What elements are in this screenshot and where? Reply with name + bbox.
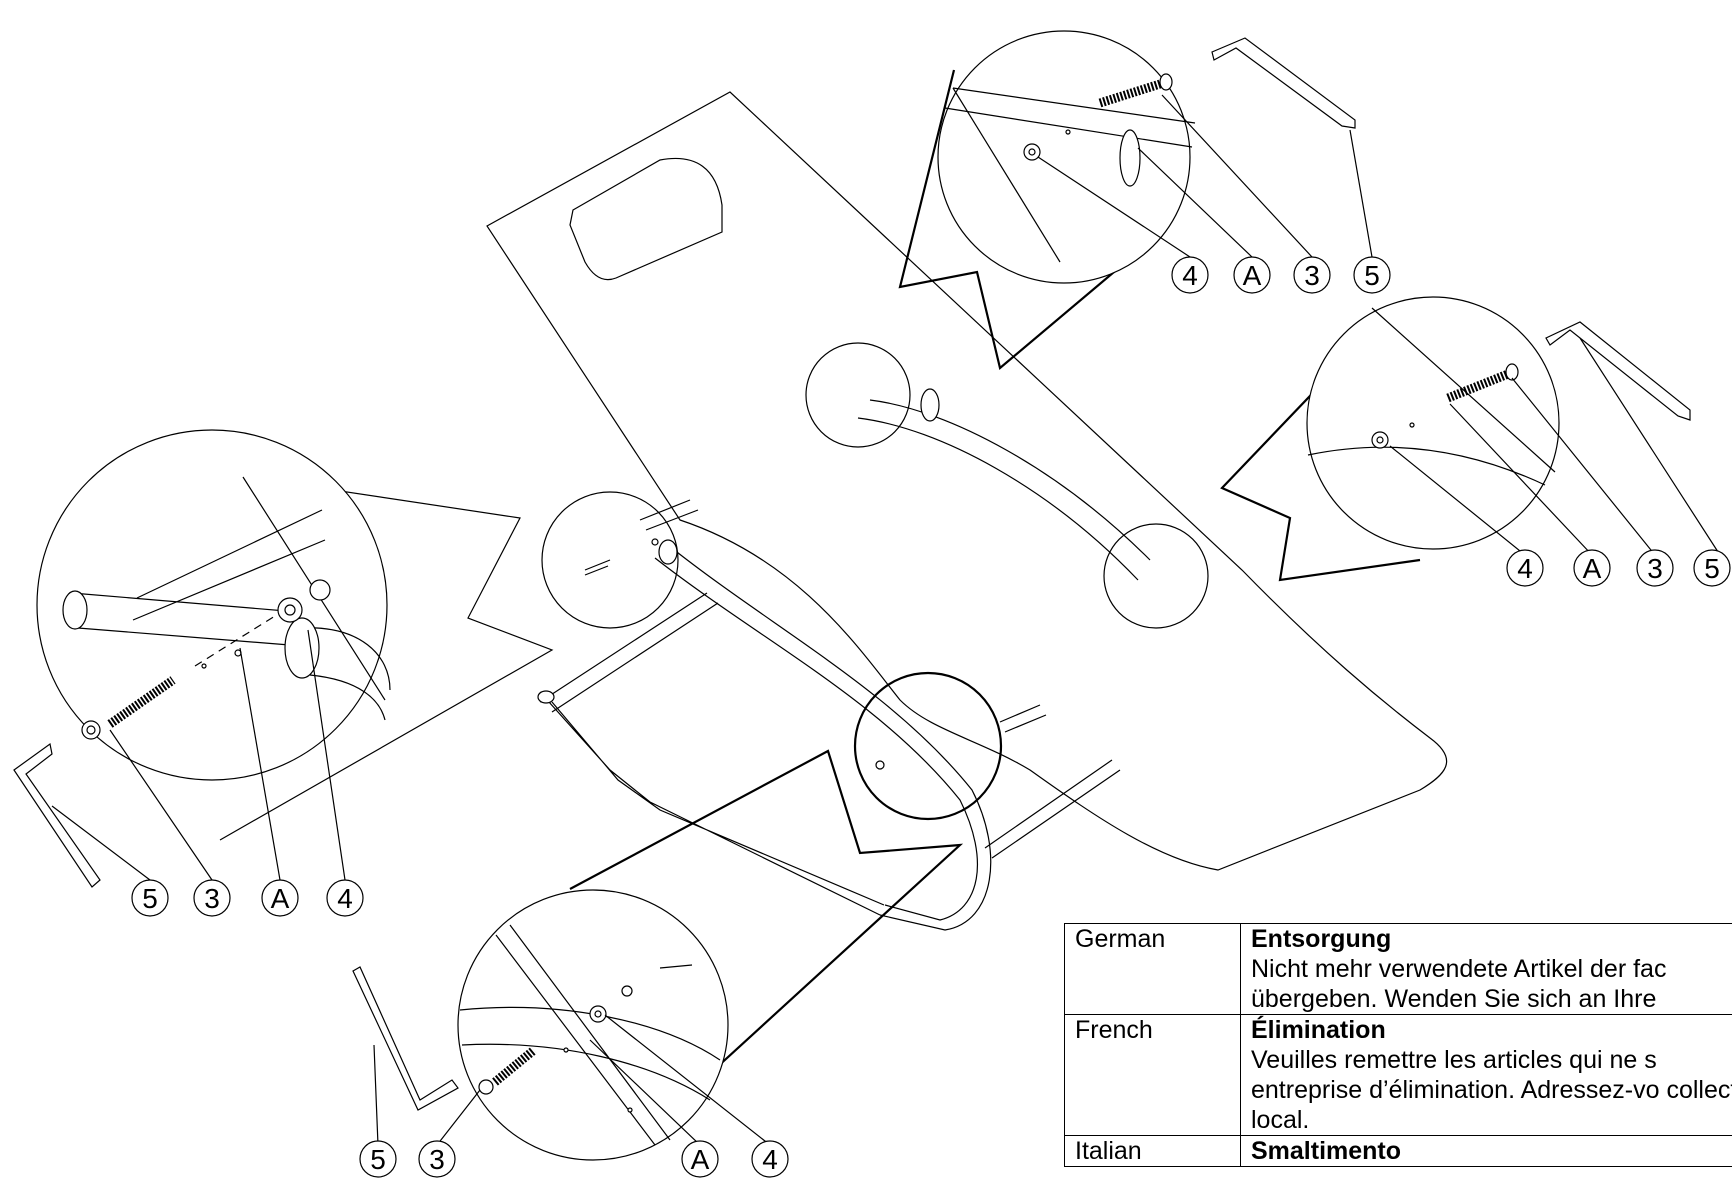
disposal-table: German Entsorgung Nicht mehr verwendete …	[1064, 923, 1732, 1167]
detail-bottom	[352, 749, 964, 1161]
disposal-text-cell: Élimination Veuilles remettre les articl…	[1240, 1014, 1732, 1136]
callout-item: A	[261, 879, 299, 917]
table-row: Italian Smaltimento	[1064, 1135, 1732, 1167]
language-cell: German	[1064, 923, 1241, 1015]
callout-item: 4	[1171, 256, 1209, 294]
detail-marker	[541, 491, 679, 629]
detail-top	[898, 30, 1373, 370]
callout-label: 3	[429, 1144, 445, 1175]
callout-label: 4	[762, 1144, 778, 1175]
callout-item: 3	[193, 879, 231, 917]
callout-item: 3	[1293, 256, 1331, 294]
callout-item: 5	[1353, 256, 1391, 294]
callout-item: 5	[131, 879, 169, 917]
callout-label: 5	[370, 1144, 386, 1175]
callout-label: A	[271, 883, 290, 914]
side-frame-rear	[857, 399, 1151, 581]
callout-item: 4	[751, 1140, 789, 1178]
language-cell: Italian	[1064, 1135, 1241, 1167]
lounger-fabric	[486, 91, 1448, 871]
callout-label: 3	[1647, 553, 1663, 584]
callout-label: A	[1243, 260, 1262, 291]
callouts-right: 4 A 3 5	[1506, 549, 1731, 587]
front-roller	[539, 691, 885, 916]
callouts-bottom: 5 3 A 4	[359, 1140, 789, 1178]
callout-label: 3	[204, 883, 220, 914]
callout-item: 3	[418, 1140, 456, 1178]
callouts-top: 4 A 3 5	[1171, 256, 1391, 294]
callout-label: 3	[1304, 260, 1320, 291]
callout-label: 4	[1182, 260, 1198, 291]
callout-item: 5	[359, 1140, 397, 1178]
table-row: French Élimination Veuilles remettre les…	[1064, 1014, 1732, 1136]
disposal-heading: Élimination	[1251, 1016, 1386, 1044]
callout-item: A	[1573, 549, 1611, 587]
disposal-text-cell: Entsorgung Nicht mehr verwendete Artikel…	[1240, 923, 1732, 1015]
detail-marker	[805, 342, 911, 448]
frame-cross-bar	[639, 499, 699, 531]
disposal-text-cell: Smaltimento	[1240, 1135, 1732, 1167]
callout-item: 4	[1506, 549, 1544, 587]
table-row: German Entsorgung Nicht mehr verwendete …	[1064, 923, 1732, 1015]
callout-item: 5	[1693, 549, 1731, 587]
callouts-left: 5 3 A 4	[131, 879, 364, 917]
callout-label: 5	[1364, 260, 1380, 291]
headrest-pad	[569, 158, 723, 281]
disposal-heading: Smaltimento	[1251, 1137, 1402, 1165]
frame-cross-bar	[984, 759, 1121, 859]
callout-label: 5	[142, 883, 158, 914]
callout-item: 4	[326, 879, 364, 917]
callout-label: A	[1583, 553, 1602, 584]
disposal-text: Nicht mehr verwendete Artikel der fac üb…	[1251, 955, 1667, 1013]
callout-label: 4	[1517, 553, 1533, 584]
callout-item: A	[681, 1140, 719, 1178]
disposal-text: Veuilles remettre les articles qui ne s …	[1251, 1046, 1732, 1134]
disposal-heading: Entsorgung	[1251, 925, 1392, 953]
callout-label: 4	[337, 883, 353, 914]
callout-item: 3	[1636, 549, 1674, 587]
detail-marker	[1103, 523, 1209, 629]
callout-item: A	[1233, 256, 1271, 294]
frame-cross-bar	[539, 592, 719, 713]
callout-label: A	[691, 1144, 710, 1175]
side-frame-front	[654, 544, 992, 931]
callout-label: 5	[1704, 553, 1720, 584]
lounger-assembly	[486, 91, 1448, 931]
detail-left	[13, 429, 554, 888]
detail-right	[1220, 296, 1721, 582]
frame-cross-bar	[999, 704, 1047, 733]
language-cell: French	[1064, 1014, 1241, 1136]
detail-marker	[853, 671, 1003, 821]
